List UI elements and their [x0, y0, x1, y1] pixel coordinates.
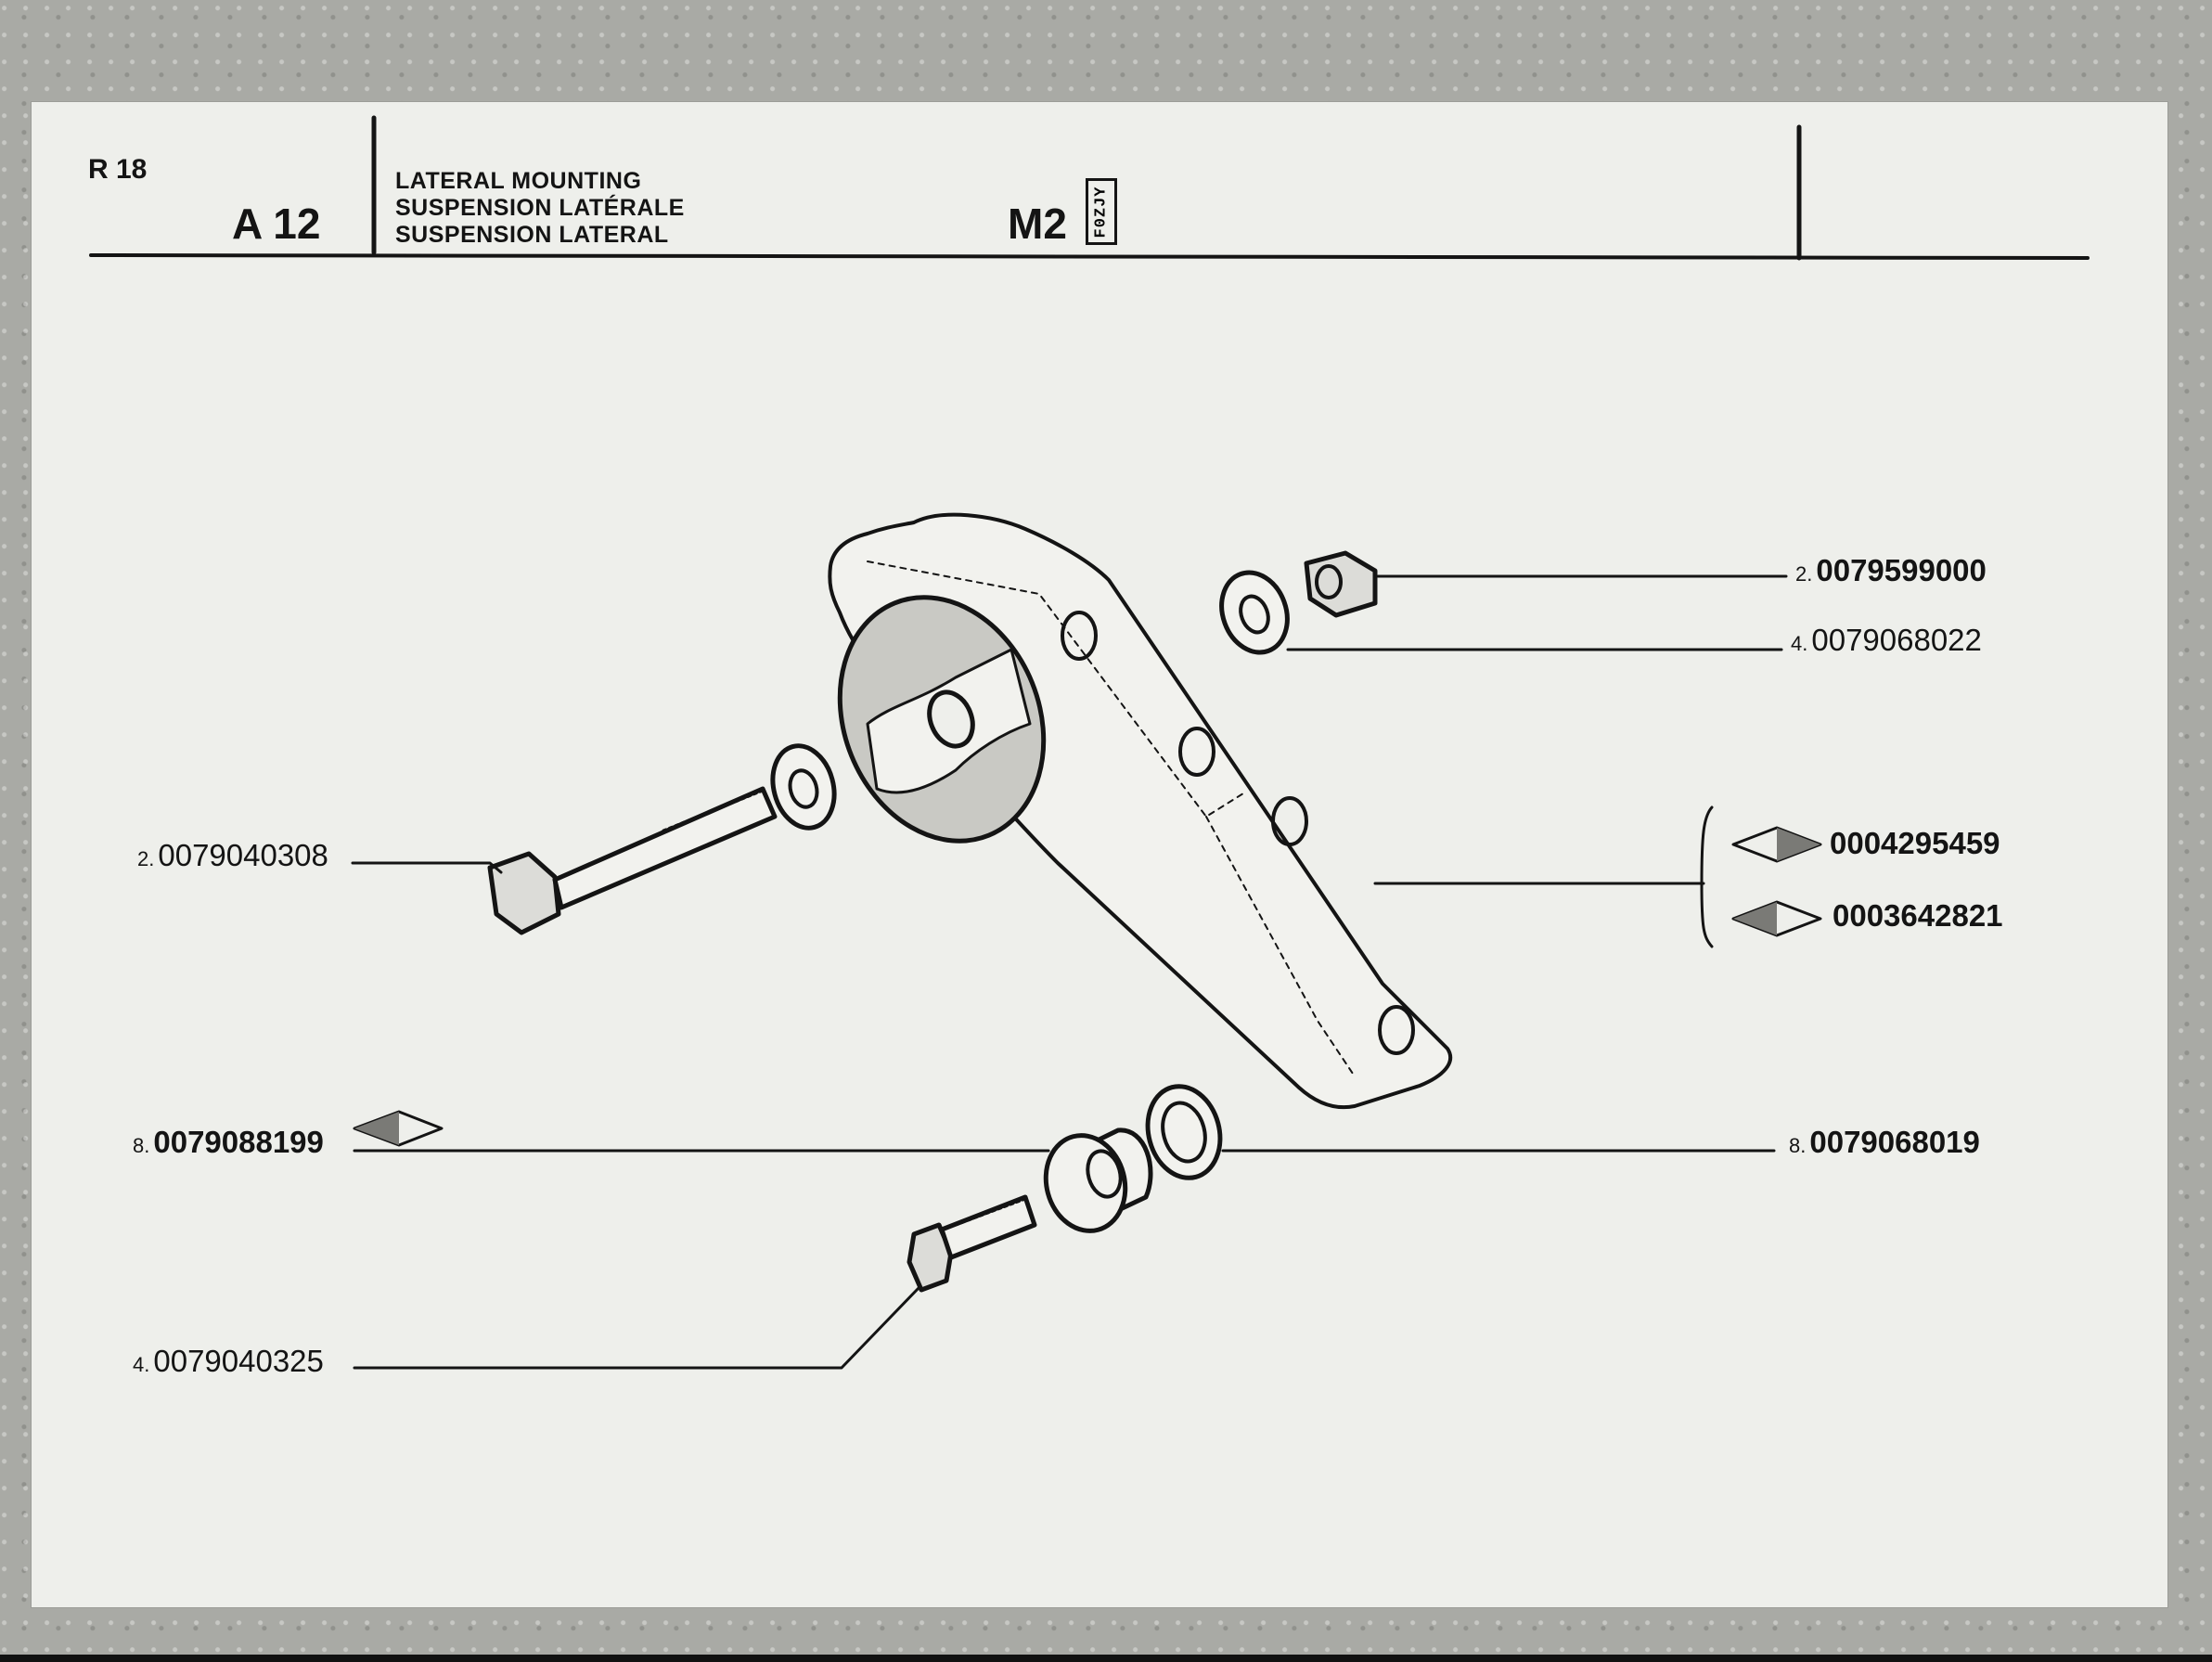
rubber-mount-center	[927, 689, 975, 749]
label-short-bolt: 4.0079040325	[133, 1346, 324, 1376]
label-bracket-b: 0003642821	[1833, 900, 2003, 931]
bracket-hole	[1061, 611, 1098, 661]
ref-washer-bottom: 0079068019	[1809, 1125, 1980, 1159]
header-rule	[89, 253, 2090, 260]
title-english: LATERAL MOUNTING	[395, 168, 642, 194]
stamp-text: F0ZJY	[1092, 185, 1111, 238]
scan-bottom-edge	[0, 1655, 2212, 1662]
stamp-box: F0ZJY	[1086, 178, 1117, 245]
washer-left	[770, 743, 837, 831]
title-spanish: SUSPENSION LATERAL	[395, 222, 669, 248]
nut-hole	[1315, 564, 1343, 599]
long-bolt-shaft	[552, 786, 778, 910]
bracket-fold-line-lower	[1205, 816, 1356, 1077]
qty-washer-bottom: 8.	[1789, 1134, 1807, 1157]
qty-washer-top: 4.	[1791, 632, 1808, 655]
leader-short-bolt	[353, 1286, 920, 1370]
ref-nut: 0079599000	[1816, 553, 1987, 587]
bracket-hole	[1178, 727, 1215, 777]
spacer-hole	[1086, 1149, 1123, 1199]
washer-left-hole	[788, 768, 819, 809]
diamond-marker-bracket-b-fill	[1733, 902, 1777, 935]
bracket-hole	[1378, 1005, 1415, 1055]
spacer-face	[1043, 1133, 1128, 1233]
label-washer-top: 4.0079068022	[1791, 625, 1982, 655]
washer-top	[1219, 570, 1290, 655]
label-nut: 2.0079599000	[1795, 555, 1987, 586]
short-bolt-shaft	[939, 1194, 1037, 1260]
washer-top-hole	[1239, 594, 1270, 635]
label-long-bolt: 2.0079040308	[137, 840, 328, 870]
section-code: A 12	[232, 200, 321, 248]
ref-long-bolt: 0079040308	[158, 838, 328, 872]
ref-bracket-a: 0004295459	[1830, 826, 2000, 860]
bracket-brace	[1700, 805, 1714, 948]
diamond-marker-spacer-fill	[354, 1112, 399, 1145]
label-spacer: 8.0079088199	[133, 1127, 324, 1157]
qty-long-bolt: 2.	[137, 847, 155, 870]
long-bolt-head	[487, 851, 561, 935]
bracket-hole	[1271, 796, 1308, 846]
short-bolt-thread	[954, 1197, 1027, 1227]
ref-spacer: 0079088199	[153, 1125, 324, 1159]
title-french: SUSPENSION LATÉRALE	[395, 195, 685, 221]
qty-nut: 2.	[1795, 562, 1813, 586]
short-bolt-head	[907, 1222, 954, 1293]
label-bracket-a: 0004295459	[1830, 828, 2000, 858]
long-bolt-thread	[662, 789, 765, 832]
model-code: R 18	[88, 154, 148, 185]
qty-short-bolt: 4.	[133, 1353, 150, 1376]
ref-washer-top: 0079068022	[1811, 623, 1982, 657]
diamond-marker-bracket-a-fill	[1777, 828, 1820, 861]
label-washer-bottom: 8.0079068019	[1789, 1127, 1980, 1157]
ref-bracket-b: 0003642821	[1833, 898, 2003, 933]
bracket-fold-line	[867, 560, 1244, 818]
ref-short-bolt: 0079040325	[153, 1344, 324, 1378]
qty-spacer: 8.	[133, 1134, 150, 1157]
version-code: M2	[1008, 200, 1067, 248]
leader-long-bolt	[351, 861, 503, 874]
washer-bottom-hole	[1161, 1101, 1207, 1164]
